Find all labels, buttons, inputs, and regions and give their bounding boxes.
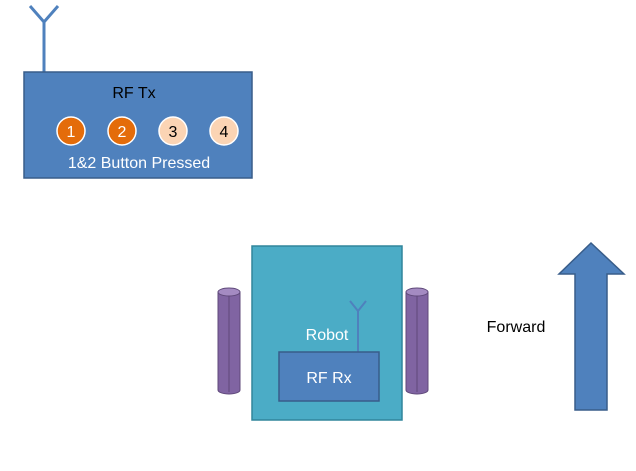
tx-button-3[interactable]: 3 [158, 116, 188, 146]
rx-box [278, 351, 380, 402]
tx-button-2[interactable]: 2 [107, 116, 137, 146]
tx-button-label: 1 [67, 124, 76, 141]
tx-button-label: 2 [118, 124, 127, 141]
tx-button-1[interactable]: 1 [56, 116, 86, 146]
robot-label: Robot [306, 327, 349, 344]
forward-label: Forward [487, 319, 546, 336]
right-wheel [405, 287, 429, 395]
tx-button-label: 3 [169, 124, 178, 141]
tx-button-label: 4 [220, 124, 229, 141]
up-arrow-icon [557, 241, 626, 411]
tx-button-4[interactable]: 4 [209, 116, 239, 146]
left-wheel [217, 287, 241, 395]
tx-antenna-icon [28, 5, 60, 72]
rx-antenna-icon [349, 300, 367, 352]
tx-status-text: 1&2 Button Pressed [68, 155, 210, 172]
rx-label: RF Rx [306, 370, 351, 387]
tx-title: RF Tx [112, 85, 155, 102]
